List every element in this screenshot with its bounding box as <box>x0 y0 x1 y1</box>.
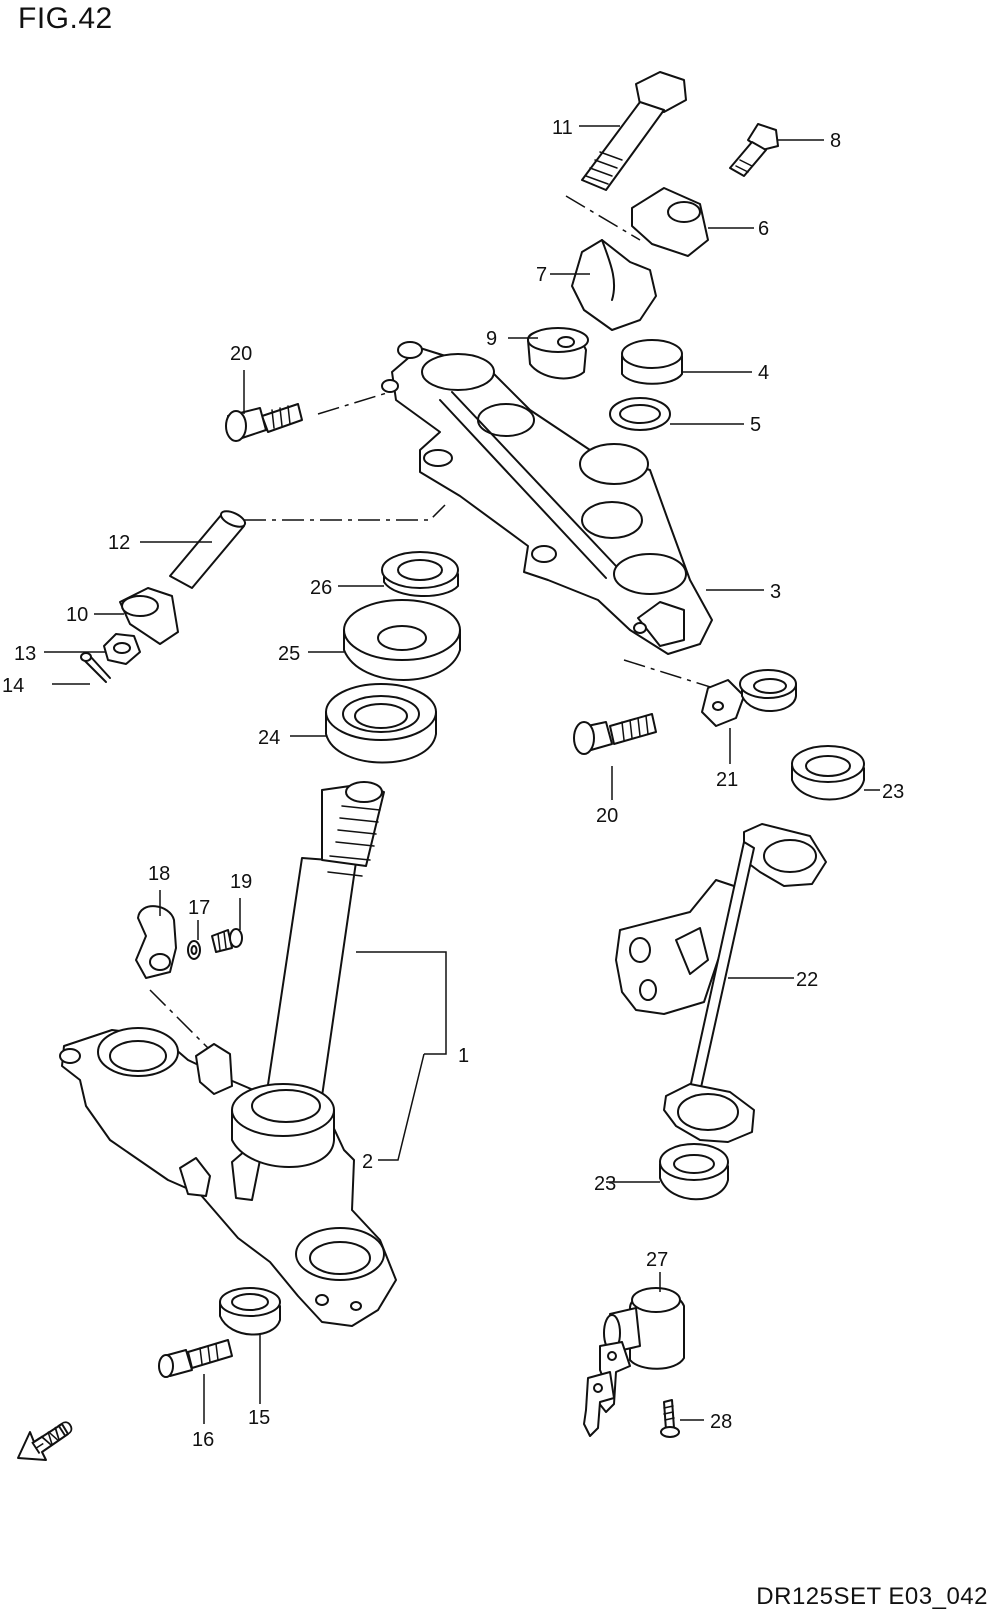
part-9-cushion <box>527 327 589 380</box>
callout-20-lower: 20 <box>596 805 618 827</box>
part-4-cap <box>621 339 683 385</box>
part-20-upper-bolt <box>225 403 303 442</box>
figure-code: DR125SET E03_042 <box>756 1583 988 1610</box>
part-23-upper-grommet <box>791 745 865 801</box>
part-25-dust-seal <box>343 599 461 681</box>
callout-23-upper: 23 <box>882 781 904 803</box>
part-21-clip <box>701 669 797 727</box>
callout-20-upper: 20 <box>230 343 252 365</box>
figure-title: FIG.42 <box>18 2 113 35</box>
callout-27: 27 <box>646 1249 668 1271</box>
part-22-meter-bracket <box>615 823 827 1143</box>
callout-9: 9 <box>486 328 497 350</box>
part-26-lock-nut <box>381 551 459 597</box>
callout-8: 8 <box>830 130 841 152</box>
part-6-holder-cap <box>631 187 709 257</box>
callout-16: 16 <box>192 1429 214 1451</box>
part-23-lower-grommet <box>659 1143 729 1201</box>
part-12-cylinder <box>169 510 247 589</box>
part-3-upper-bracket <box>381 341 713 655</box>
callout-14: 14 <box>2 675 24 697</box>
callout-1: 1 <box>458 1045 469 1067</box>
part-10-damper <box>119 587 179 645</box>
callout-3: 3 <box>770 581 781 603</box>
part-18-clamp <box>135 905 177 979</box>
callout-18: 18 <box>148 863 170 885</box>
part-5-washer <box>609 397 671 431</box>
part-19-screw <box>211 928 243 953</box>
callout-4: 4 <box>758 362 769 384</box>
part-16-bolt <box>158 1339 233 1378</box>
callout-numbers: 11 8 6 7 9 4 5 20 3 12 26 10 13 14 25 24… <box>2 117 904 1451</box>
callout-23-lower: 23 <box>594 1173 616 1195</box>
part-15-grommet <box>219 1287 281 1336</box>
callout-5: 5 <box>750 414 761 436</box>
callout-21: 21 <box>716 769 738 791</box>
callout-13: 13 <box>14 643 36 665</box>
part-24-bearing <box>325 683 437 764</box>
callout-26: 26 <box>310 577 332 599</box>
callout-25: 25 <box>278 643 300 665</box>
part-17-washer <box>187 940 201 960</box>
part-7-lower-holder <box>571 239 657 331</box>
callout-12: 12 <box>108 532 130 554</box>
part-11-long-bolt <box>581 71 687 191</box>
callout-10: 10 <box>66 604 88 626</box>
callout-2: 2 <box>362 1151 373 1173</box>
leader-lines <box>44 125 880 1424</box>
fwd-label: FWD <box>28 1416 78 1459</box>
callout-22: 22 <box>796 969 818 991</box>
callout-11: 11 <box>552 117 573 139</box>
part-20-lower-bolt <box>573 713 657 755</box>
callout-24: 24 <box>258 727 280 749</box>
assembly-lines <box>149 195 721 1051</box>
part-14-cotter-pin <box>80 652 111 683</box>
callout-17: 17 <box>188 897 210 919</box>
part-8-small-bolt <box>729 123 779 177</box>
fwd-arrow-icon: FWD <box>17 1416 78 1461</box>
callout-15: 15 <box>248 1407 270 1429</box>
callout-28: 28 <box>710 1411 732 1433</box>
part-27-ignition-switch <box>583 1287 685 1437</box>
part-1-steering-stem <box>59 781 397 1327</box>
callout-7: 7 <box>536 264 547 286</box>
part-13-nut <box>103 633 141 665</box>
callout-6: 6 <box>758 218 769 240</box>
part-28-screw <box>660 1399 680 1438</box>
callout-19: 19 <box>230 871 252 893</box>
